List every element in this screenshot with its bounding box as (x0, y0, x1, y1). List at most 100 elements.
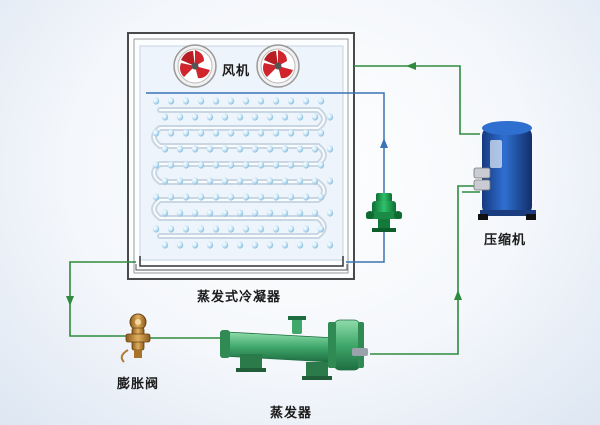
water-droplet (167, 225, 175, 233)
water-droplet (161, 177, 169, 185)
water-droplet (281, 145, 289, 153)
water-droplet (161, 113, 169, 121)
water-droplet (206, 209, 214, 217)
water-droplet (242, 225, 250, 233)
water-droplet (287, 161, 295, 169)
water-droplet (251, 145, 259, 153)
water-droplet (221, 241, 229, 249)
water-droplet (161, 145, 169, 153)
label-expansion-valve: 膨胀阀 (117, 377, 160, 392)
water-droplet (197, 129, 205, 137)
water-droplet (191, 241, 199, 249)
water-droplet (227, 193, 235, 201)
water-droplet (326, 145, 334, 153)
water-droplet (152, 129, 160, 137)
water-droplet (317, 225, 325, 233)
water-droplet (167, 97, 175, 105)
water-droplet (236, 209, 244, 217)
water-droplet (212, 129, 220, 137)
water-droplet (206, 177, 214, 185)
water-droplet (272, 225, 280, 233)
water-droplet (236, 241, 244, 249)
water-droplet (182, 97, 190, 105)
water-droplet (296, 177, 304, 185)
water-droplet (326, 209, 334, 217)
water-droplet (317, 129, 325, 137)
water-droplet (206, 113, 214, 121)
water-droplet (197, 225, 205, 233)
expansion-valve (120, 313, 151, 363)
water-droplet (167, 193, 175, 201)
water-droplet (272, 193, 280, 201)
water-droplet (182, 129, 190, 137)
water-droplet (191, 145, 199, 153)
water-droplet (191, 177, 199, 185)
water-droplet (272, 161, 280, 169)
water-droplet (287, 225, 295, 233)
water-droplet (236, 177, 244, 185)
water-droplet (212, 97, 220, 105)
water-droplet (281, 113, 289, 121)
water-droplet (176, 177, 184, 185)
water-droplet (281, 209, 289, 217)
water-droplet (212, 161, 220, 169)
water-droplet (182, 161, 190, 169)
water-droplet (296, 241, 304, 249)
water-droplet (161, 209, 169, 217)
water-droplet (326, 241, 334, 249)
water-droplet (281, 241, 289, 249)
water-droplet (317, 161, 325, 169)
water-droplet (227, 97, 235, 105)
water-droplet (182, 193, 190, 201)
water-droplet (221, 145, 229, 153)
fan-right (256, 44, 300, 88)
fan-left (173, 44, 217, 88)
water-droplet (191, 113, 199, 121)
water-droplet (152, 225, 160, 233)
water-droplet (266, 113, 274, 121)
water-droplet (257, 193, 265, 201)
water-droplet (287, 129, 295, 137)
water-return-line (346, 228, 385, 263)
water-droplet (176, 145, 184, 153)
water-droplet (266, 209, 274, 217)
water-droplet (236, 113, 244, 121)
water-pump (366, 193, 402, 232)
water-droplet (161, 241, 169, 249)
water-droplet (212, 225, 220, 233)
water-droplet (302, 161, 310, 169)
water-droplet (242, 97, 250, 105)
water-droplet (311, 177, 319, 185)
water-droplet (176, 209, 184, 217)
water-droplet (266, 177, 274, 185)
water-droplet (257, 225, 265, 233)
water-droplet (182, 225, 190, 233)
water-droplet (242, 129, 250, 137)
water-droplet (311, 113, 319, 121)
water-droplet (311, 145, 319, 153)
water-droplet (311, 209, 319, 217)
water-droplet (302, 97, 310, 105)
water-droplet (302, 129, 310, 137)
water-droplet (251, 209, 259, 217)
water-droplet (227, 129, 235, 137)
water-droplet (296, 209, 304, 217)
water-droplet (317, 193, 325, 201)
water-droplet (227, 161, 235, 169)
water-droplets (152, 97, 334, 249)
water-droplet (266, 241, 274, 249)
label-condenser: 蒸发式冷凝器 (197, 290, 282, 305)
water-droplet (197, 161, 205, 169)
water-droplet (272, 129, 280, 137)
water-droplet (257, 161, 265, 169)
water-droplet (197, 97, 205, 105)
water-droplet (206, 145, 214, 153)
water-droplet (251, 177, 259, 185)
water-droplet (242, 161, 250, 169)
water-droplet (191, 209, 199, 217)
refrigerant-line-to-condenser (354, 65, 480, 135)
water-droplet (257, 97, 265, 105)
water-droplet (242, 193, 250, 201)
water-droplet (266, 145, 274, 153)
